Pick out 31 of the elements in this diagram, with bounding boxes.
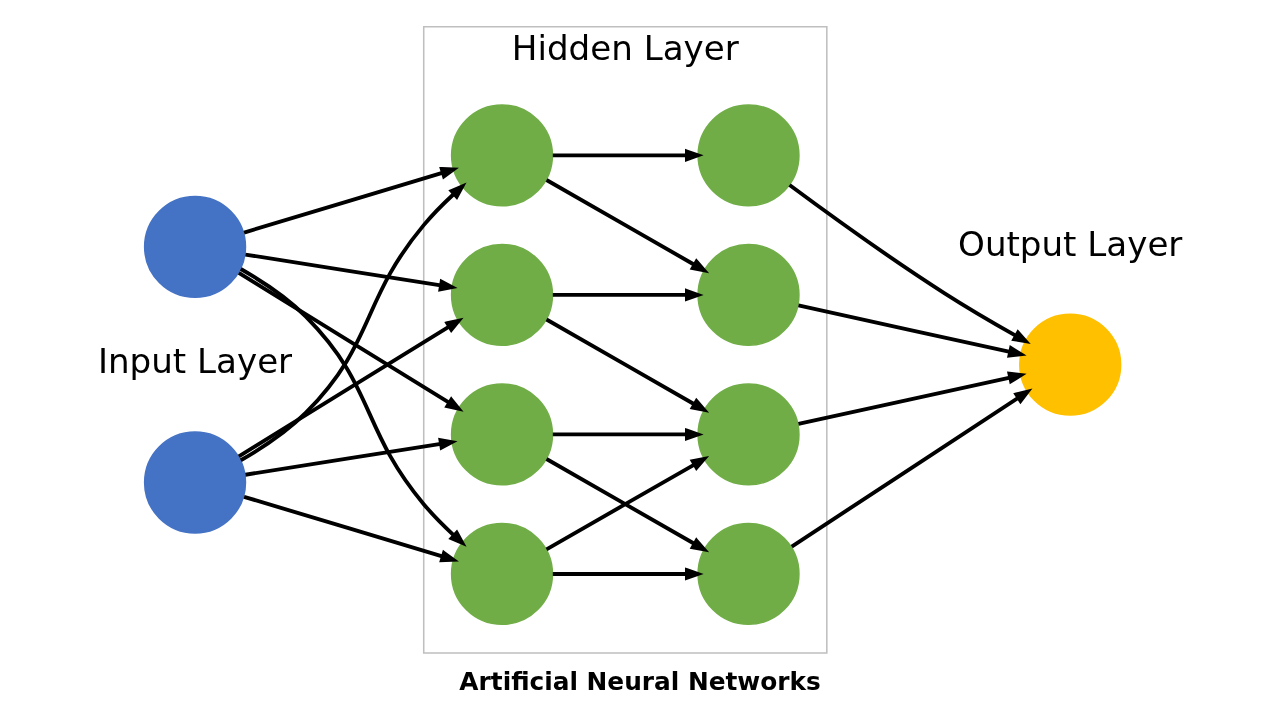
arrow [237, 317, 464, 459]
arrow [243, 167, 459, 235]
arrow [245, 437, 458, 477]
arrow [239, 267, 467, 547]
node-circle [697, 383, 800, 486]
arrow [552, 567, 704, 581]
arrow [552, 148, 704, 162]
arrow [545, 317, 710, 413]
arrow [239, 182, 467, 462]
arrow [788, 183, 1031, 345]
arrow [237, 271, 464, 412]
label: Output Layer [958, 223, 1183, 264]
node-circle [697, 104, 800, 207]
arrow [798, 303, 1027, 358]
node-circle [450, 243, 554, 347]
arrow [552, 427, 704, 441]
node-circle [697, 243, 800, 347]
cluster: Hidden Layer [422, 25, 828, 654]
node-circle [143, 431, 247, 534]
node-circle [1019, 313, 1122, 416]
caption: Artificial Neural Networks [459, 666, 821, 696]
node-circle [450, 383, 554, 486]
arrow [798, 371, 1027, 426]
node-circle [697, 522, 800, 626]
node-circle [143, 195, 247, 298]
arrow [790, 388, 1033, 549]
arrow [545, 178, 710, 274]
label: Input Layer [97, 341, 293, 382]
arrow [552, 288, 704, 302]
arrow [243, 494, 459, 563]
arrow [245, 252, 458, 292]
